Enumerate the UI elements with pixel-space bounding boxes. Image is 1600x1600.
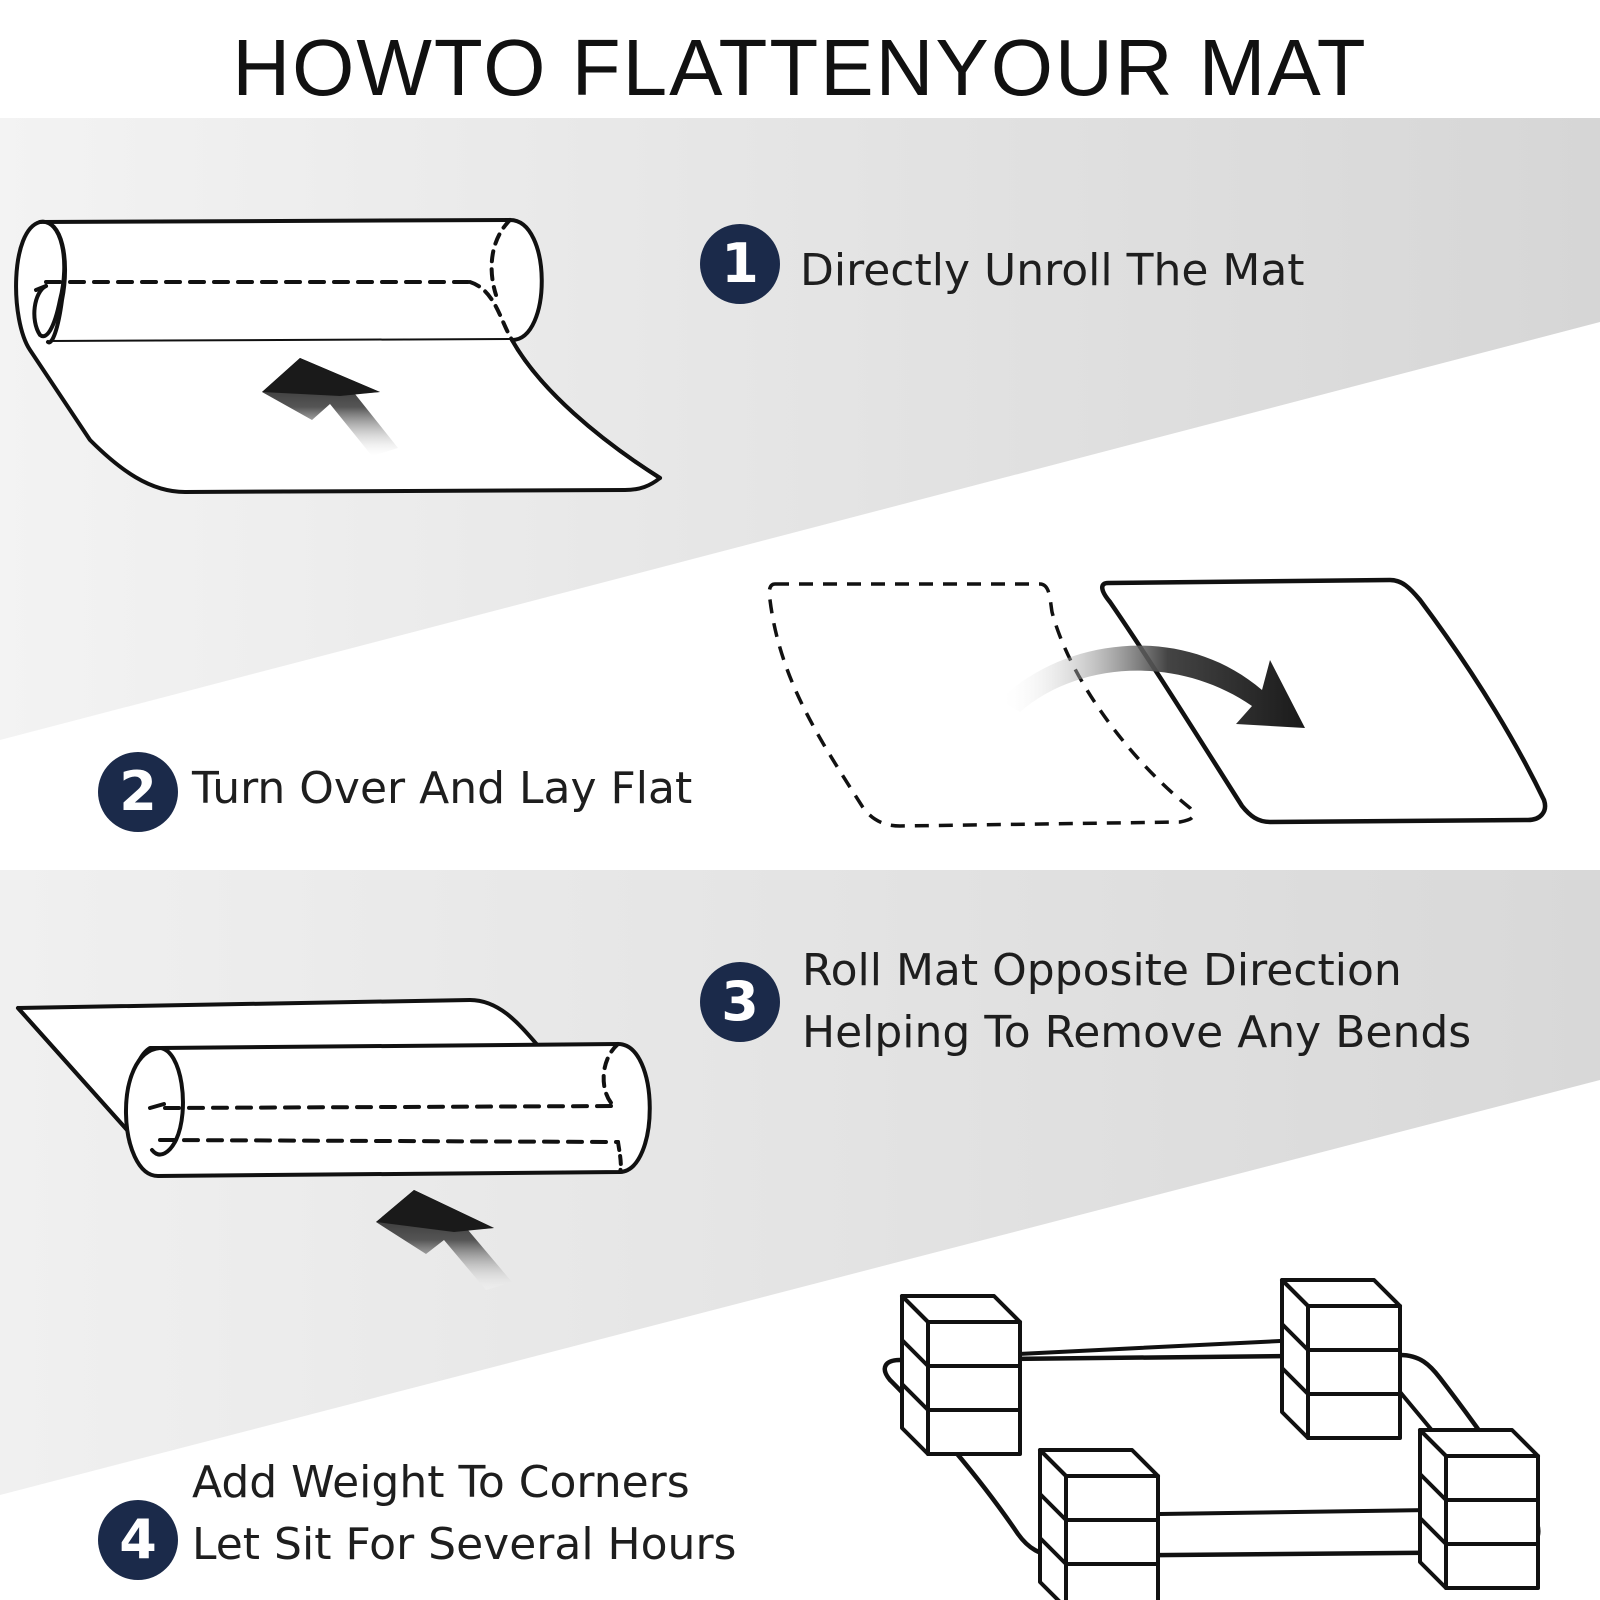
weight-block: [926, 1364, 1022, 1412]
page-title: HOWTO FLATTENYOUR MAT: [232, 23, 1368, 112]
weight-stack-top-right: [1280, 1278, 1402, 1440]
step-2-line-1: Turn Over And Lay Flat: [192, 763, 693, 814]
weight-edge: [1280, 1322, 1310, 1352]
weight-block: [1306, 1392, 1402, 1440]
weight-stack-top-left: [900, 1294, 1022, 1456]
weight-block: [1444, 1542, 1540, 1590]
weight-edge: [1418, 1428, 1448, 1458]
step-4-line-2: Let Sit For Several Hours: [192, 1519, 737, 1570]
step-4-label: Add Weight To Corners Let Sit For Severa…: [192, 1452, 736, 1576]
up-arrow-icon-2: [376, 1190, 512, 1290]
weight-edge: [1280, 1278, 1310, 1308]
step-1-line-1: Directly Unroll The Mat: [800, 245, 1305, 296]
weight-edge: [1038, 1492, 1068, 1522]
weight-edge: [1280, 1366, 1310, 1396]
weight-edge: [1038, 1448, 1068, 1478]
weight-block: [926, 1320, 1022, 1368]
step-3-label: Roll Mat Opposite Direction Helping To R…: [802, 940, 1471, 1064]
weight-block: [1306, 1348, 1402, 1396]
weight-block: [1444, 1498, 1540, 1546]
step-2-badge: 2: [98, 752, 178, 832]
flip-mat-icon: [767, 577, 1548, 828]
weight-edge: [1418, 1472, 1448, 1502]
weight-edge: [900, 1338, 930, 1368]
weight-edge: [900, 1382, 930, 1412]
step-2-label: Turn Over And Lay Flat: [192, 758, 692, 820]
step-1-label: Directly Unroll The Mat: [800, 240, 1305, 302]
rolled-mat-unroll-icon: [14, 218, 662, 494]
roll-opposite-icon: [16, 998, 652, 1178]
weight-block: [1444, 1454, 1540, 1502]
weight-edge: [900, 1294, 930, 1324]
step-3-line-1: Roll Mat Opposite Direction: [802, 945, 1402, 996]
weight-block: [1306, 1304, 1402, 1352]
weight-block: [926, 1408, 1022, 1456]
weight-block: [1064, 1562, 1160, 1600]
step-4-line-1: Add Weight To Corners: [192, 1457, 690, 1508]
corner-weights: [900, 1278, 1540, 1600]
step-4-badge: 4: [98, 1500, 178, 1580]
step-3-badge: 3: [700, 962, 780, 1042]
up-arrow-icon: [262, 358, 398, 456]
step-1-badge: 1: [700, 224, 780, 304]
weight-block: [1064, 1518, 1160, 1566]
weight-stack-bottom-right: [1418, 1428, 1540, 1590]
weight-stack-bottom-left: [1038, 1448, 1160, 1600]
weight-edge: [1038, 1536, 1068, 1566]
weight-block: [1064, 1474, 1160, 1522]
step-3-line-2: Helping To Remove Any Bends: [802, 1007, 1472, 1058]
weight-edge: [1418, 1516, 1448, 1546]
